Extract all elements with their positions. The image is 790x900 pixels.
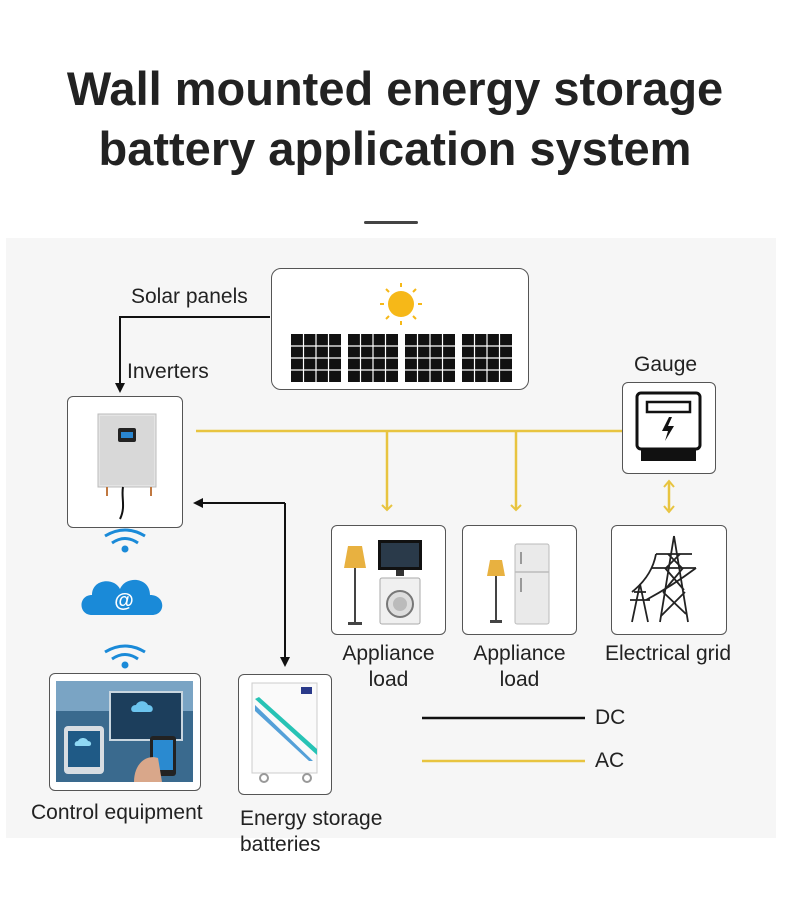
electrical-grid-card (611, 525, 727, 635)
transmission-tower-icon (630, 535, 697, 623)
energy-storage-label-line-2: batteries (240, 833, 321, 856)
gauge-label: Gauge (634, 353, 698, 376)
appliance-load-2-card (462, 525, 577, 635)
solar-panels-label: Solar panels (131, 285, 248, 308)
appliance-load-2-illustration (487, 543, 550, 625)
electrical-grid-label: Electrical grid (604, 642, 732, 665)
appliance-load-2-label-line-2: load (499, 668, 540, 691)
title-line-1: Wall mounted energy storage (66, 62, 724, 115)
wifi-icon-top (104, 528, 146, 553)
meter-icon (635, 391, 702, 461)
appliance-load-1-label-line-2: load (368, 668, 409, 691)
control-equipment-card (49, 673, 201, 791)
energy-storage-battery-card (238, 674, 332, 795)
cloud-at-symbol: @ (114, 590, 134, 612)
gauge-card (622, 382, 716, 474)
appliance-load-1-card (331, 525, 446, 635)
solar-panel-icons (291, 334, 512, 382)
energy-storage-label-line-1: Energy storage (240, 807, 383, 830)
appliance-load-1-illustration (344, 540, 422, 625)
control-equipment-label: Control equipment (31, 801, 203, 824)
solar-array-illustration (291, 283, 512, 382)
solar-panels-card (271, 268, 529, 390)
wifi-icon-bottom (104, 644, 146, 669)
inverter-icon (97, 413, 157, 520)
inverters-label: Inverters (127, 360, 209, 383)
dc-line-solar-to-inverter (115, 316, 270, 393)
appliance-load-1-label-line-1: Appliance (342, 642, 435, 665)
control-equipment-illustration (56, 681, 193, 782)
cloud-icon: @ (81, 579, 163, 615)
sun-icon (380, 283, 422, 325)
title-divider (364, 221, 418, 224)
legend-dc-label: DC (595, 706, 626, 729)
appliance-load-2-label-line-1: Appliance (473, 642, 566, 665)
title-line-2: battery application system (98, 122, 692, 175)
legend-ac-label: AC (595, 749, 625, 772)
battery-icon (251, 682, 318, 783)
inverter-card (67, 396, 183, 528)
